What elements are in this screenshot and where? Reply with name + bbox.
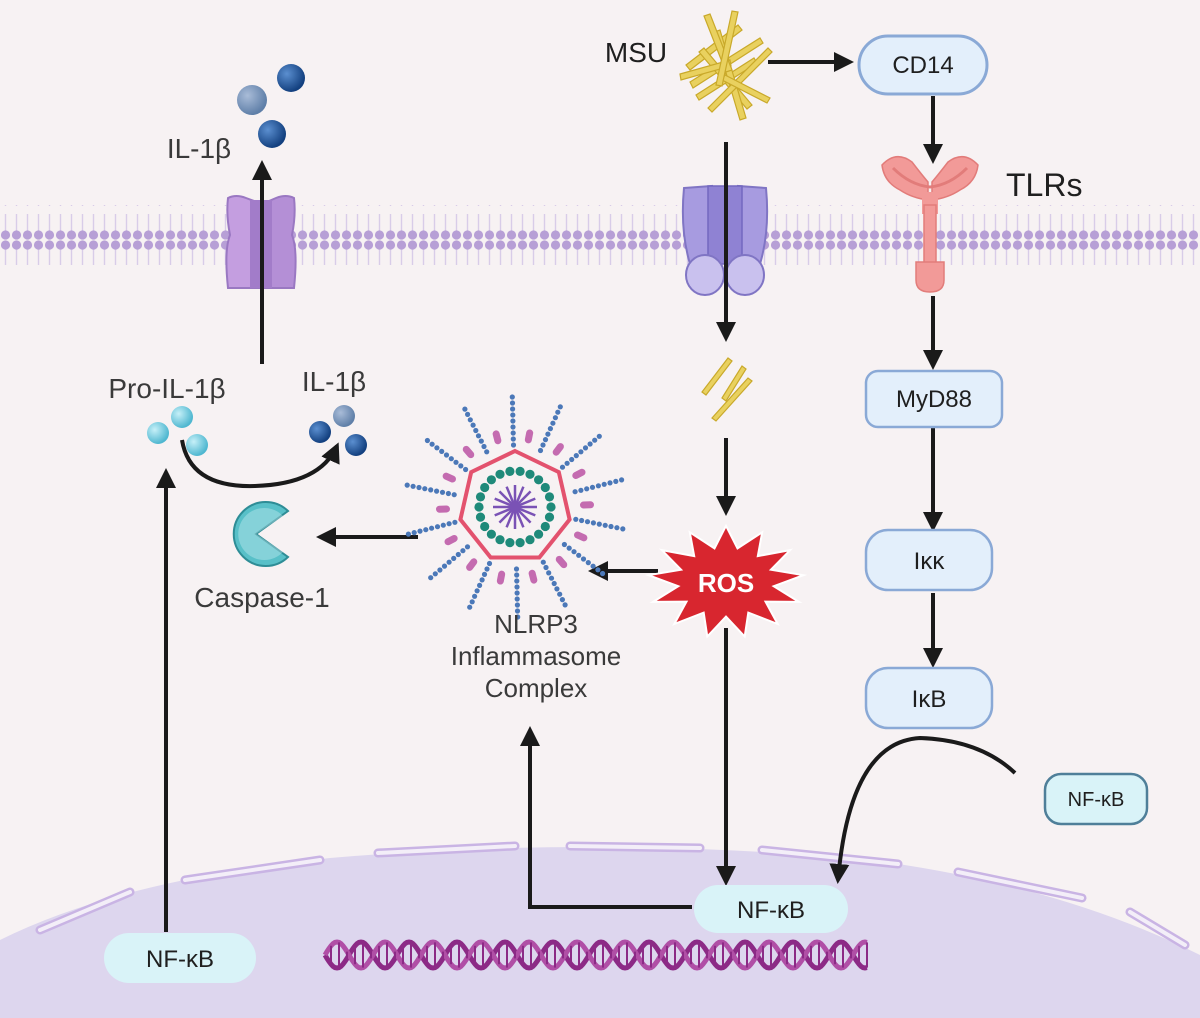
- nfkb-nucleus-label: NF-κB: [737, 897, 805, 924]
- ikk-label: Iκκ: [914, 548, 946, 575]
- dna-helix: [322, 939, 868, 971]
- il1b-secreted-particles: [237, 64, 305, 148]
- il1b-top-label: IL-1β: [167, 133, 231, 164]
- cd14-box: CD14: [857, 34, 989, 96]
- pro-il1b-particles: [147, 406, 208, 456]
- pathway-arrows: [156, 52, 1017, 932]
- myd88-label: MyD88: [896, 386, 972, 413]
- ikk-box: Iκκ: [864, 528, 994, 592]
- myd88-box: MyD88: [864, 369, 1004, 429]
- pro-il1b-label: Pro-IL-1β: [108, 373, 225, 404]
- ros-burst: ROS: [644, 523, 808, 639]
- ikb-label: IκB: [912, 686, 947, 713]
- nfkb-left-label: NF-κB: [146, 946, 214, 973]
- nucleus: [0, 841, 1200, 1018]
- msu-crystals-internalized: [701, 357, 753, 422]
- tlrs-label: TLRs: [1006, 167, 1082, 203]
- nlrp3-inflammasome-icon: [404, 394, 626, 620]
- ros-label: ROS: [698, 568, 754, 598]
- ikb-box: IκB: [864, 666, 994, 730]
- il1b-mid-label: IL-1β: [302, 366, 366, 397]
- cd14-label: CD14: [892, 52, 953, 79]
- nfkb-left-box: NF-κB: [104, 933, 256, 983]
- nfkb-nucleus-box: NF-κB: [694, 885, 848, 933]
- il1b-export-channel: [225, 195, 297, 289]
- nlrp3-label-line1: NLRP3: [494, 609, 578, 639]
- caspase-1-label: Caspase-1: [194, 582, 329, 613]
- msu-crystals: [679, 10, 773, 121]
- caspase-1-icon: [232, 501, 290, 567]
- nlrp3-label-line2: Inflammasome: [451, 641, 622, 671]
- nfkb-cytoplasm-box: NF-κB: [1043, 772, 1149, 826]
- cell-membrane: [0, 205, 1200, 265]
- nlrp3-label-line3: Complex: [485, 673, 588, 703]
- nfkb-cytoplasm-label: NF-κB: [1068, 789, 1125, 811]
- tlr-receptor: [881, 156, 979, 293]
- msu-label: MSU: [605, 37, 667, 68]
- il1b-mature-particles: [309, 405, 367, 456]
